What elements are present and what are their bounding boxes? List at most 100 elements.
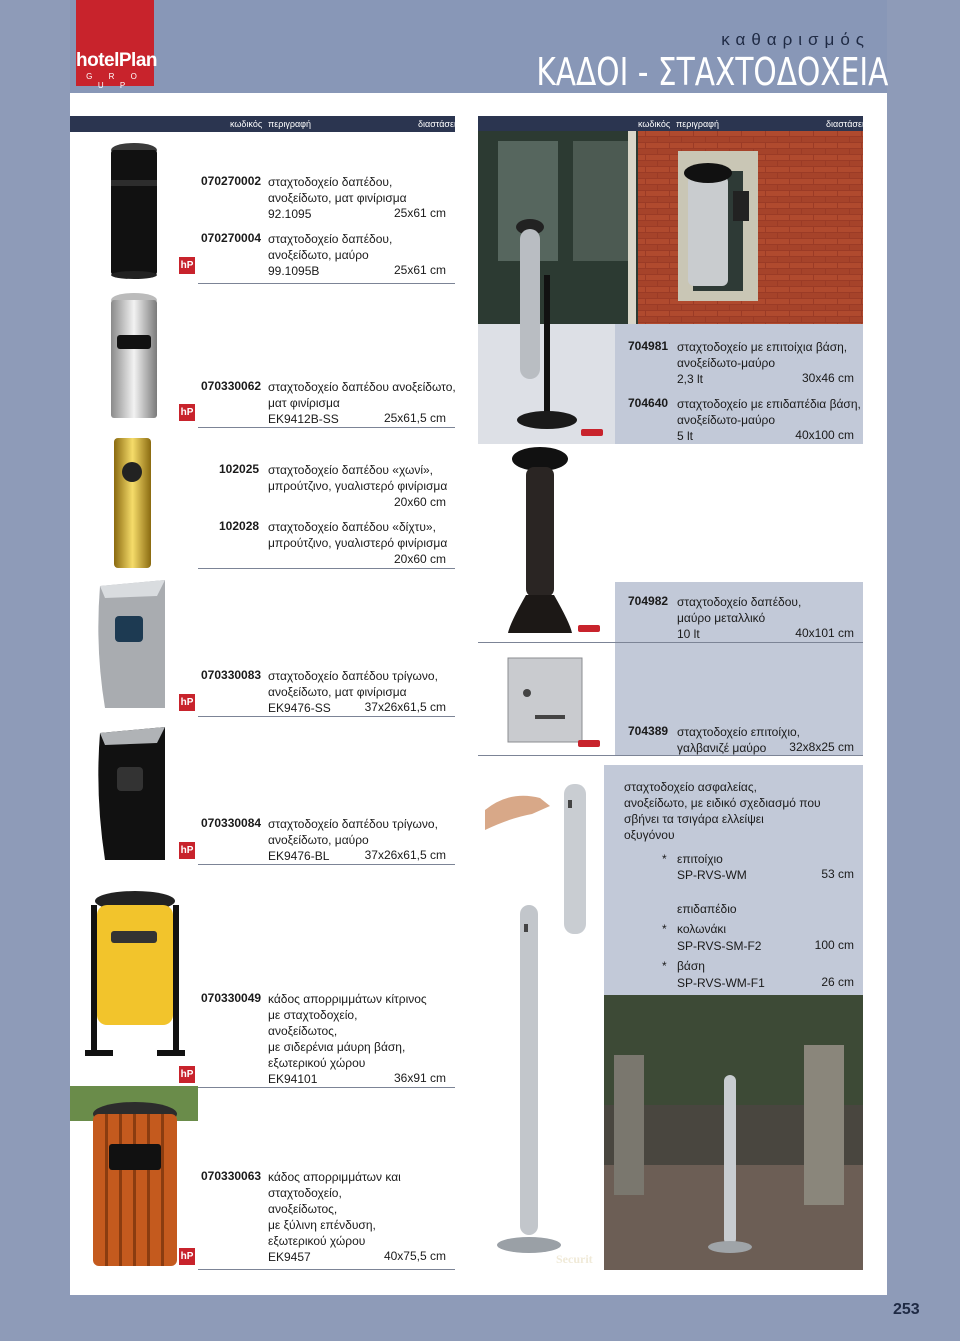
product-description: σταχτοδοχείο δαπέδου τρίγωνο, ανοξείδωτο…: [268, 817, 438, 863]
header-band: [70, 0, 887, 93]
product-code: 704982: [628, 594, 669, 608]
product-dimensions: 30x46 cm: [801, 371, 854, 385]
divider: [198, 1269, 455, 1270]
info-panel: [615, 582, 863, 642]
info-panel: [604, 765, 863, 995]
product-code: 070330063: [201, 1169, 262, 1183]
product-dimensions: 32x8x25 cm: [789, 740, 854, 754]
security-column-ashtray-photo: [497, 905, 561, 1253]
bullet-icon: *: [662, 852, 667, 866]
divider: [478, 642, 863, 643]
product-code: 704981: [628, 339, 669, 353]
yellow-outdoor-bin-image: [85, 891, 185, 1056]
black-ashtray-bin-image: [111, 143, 157, 279]
info-panel: [615, 324, 863, 444]
product-description: κάδος απορριμμάτων κίτρινος με σταχτοδοχ…: [268, 992, 427, 1086]
divider: [198, 283, 455, 284]
product-dimensions: 20x60 cm: [393, 552, 446, 566]
product-dimensions: 37x26x61,5 cm: [364, 848, 446, 862]
product-dimensions: 40x100 cm: [795, 428, 854, 442]
bullet-icon: *: [662, 959, 667, 973]
product-description: σταχτοδοχείο δαπέδου, ανοξείδωτο, ματ φι…: [268, 175, 407, 221]
product-code: 070330062: [201, 379, 262, 393]
column-label: κολωνάκι: [677, 922, 727, 936]
product-dimensions: 40x101 cm: [795, 626, 854, 640]
bullet-icon: *: [662, 922, 667, 936]
brand-stamp-icon: [578, 625, 600, 632]
floor-mount-label: επιδαπέδιο: [677, 902, 737, 916]
wall-box-ashtray-photo: [507, 657, 583, 743]
product-dimensions: 40x75,5 cm: [383, 1249, 446, 1263]
product-description: σταχτοδοχείο επιτοίχιο, γαλβανιζέ μαύρο: [677, 725, 800, 755]
brass-ashtray-image: [114, 438, 151, 568]
product-dimensions: 20x60 cm: [393, 495, 446, 509]
product-description: σταχτοδοχείο δαπέδου «δίχτυ», μπρούτζινο…: [268, 520, 448, 550]
floor-ashtray-photo: [516, 219, 577, 429]
product-description: σταχτοδοχείο με επιδαπέδια βάση, ανοξείδ…: [677, 397, 861, 443]
product-code: 102028: [219, 519, 260, 533]
left-table-header: κωδικός περιγραφή διαστάσεις: [70, 116, 460, 132]
col-description-header: περιγραφή: [676, 119, 720, 129]
hp-badge-icon: hP: [179, 842, 195, 859]
black-tall-ashtray-photo: [508, 447, 572, 633]
column-code: SP-RVS-SM-F2: [677, 939, 762, 953]
col-dimensions-header: διαστάσεις: [826, 119, 869, 129]
col-description-header: περιγραφή: [268, 119, 312, 129]
logo-group: G R O U P: [86, 72, 144, 90]
wall-mount-dimensions: 53 cm: [821, 867, 854, 881]
product-description: σταχτοδοχείο δαπέδου ανοξείδωτο, ματ φιν…: [268, 380, 456, 426]
hp-badge-icon: hP: [179, 257, 195, 274]
product-dimensions: 25x61 cm: [393, 206, 446, 220]
product-code: 070330083: [201, 668, 262, 682]
page-title: ΚΑΔΟΙ - ΣΤΑΧΤΟΔΟΧΕΙΑ: [535, 50, 888, 94]
base-code: SP-RVS-WM-F1: [677, 976, 765, 990]
product-code: 070330084: [201, 816, 262, 830]
product-description: σταχτοδοχείο δαπέδου, μαύρο μεταλλικό 10…: [677, 595, 802, 641]
section-supertitle: καθαρισμός: [721, 30, 870, 49]
column-dimensions: 100 cm: [814, 938, 854, 952]
wooden-outdoor-bin-image: [93, 1102, 177, 1266]
col-dimensions-header: διαστάσεις: [418, 119, 461, 129]
wall-mount-label: επιτοίχιο: [677, 852, 723, 866]
base-label: βάση: [677, 959, 705, 973]
product-description: σταχτοδοχείο δαπέδου, ανοξείδωτο, μαύρο …: [268, 232, 393, 278]
brand-stamp-icon: [581, 429, 603, 436]
brand-stamp-icon: [578, 740, 600, 747]
divider: [198, 864, 455, 865]
divider: [198, 427, 455, 428]
divider: [478, 755, 863, 756]
divider: [198, 716, 455, 717]
triangular-steel-bin-image: [98, 580, 165, 708]
steel-ashtray-bin-image: [111, 293, 157, 418]
product-code: 704640: [628, 396, 669, 410]
hp-badge-icon: hP: [179, 1248, 195, 1265]
hp-badge-icon: hP: [179, 1066, 195, 1083]
hp-badge-icon: hP: [179, 404, 195, 421]
product-description: σταχτοδοχείο δαπέδου «χωνί», μπρούτζινο,…: [268, 463, 448, 493]
info-panel: [615, 642, 863, 755]
hand-with-cigarette-photo: [485, 784, 586, 934]
product-code: 070270004: [201, 231, 262, 245]
logo-name: hotelPlan: [76, 50, 158, 71]
col-code-header: κωδικός: [230, 119, 263, 129]
triangular-black-bin-image: [98, 727, 165, 860]
product-description: σταχτοδοχείο με επιτοίχια βάση, ανοξείδω…: [677, 340, 848, 386]
product-dimensions: 25x61,5 cm: [383, 411, 446, 425]
product-dimensions: 36x91 cm: [393, 1071, 446, 1085]
base-dimensions: 26 cm: [821, 975, 854, 989]
page-number: 253: [893, 1301, 920, 1318]
product-code: 070330049: [201, 991, 262, 1005]
product-dimensions: 25x61 cm: [393, 263, 446, 277]
product-description: σταχτοδοχείο δαπέδου τρίγωνο, ανοξείδωτο…: [268, 669, 438, 715]
outdoor-installation-photo: [604, 995, 863, 1270]
wall-mount-code: SP-RVS-WM: [677, 868, 747, 882]
product-dimensions: 37x26x61,5 cm: [364, 700, 446, 714]
product-code: 102025: [219, 462, 260, 476]
hotelplan-logo: hotelPlan G R O U P: [76, 0, 158, 90]
product-code: 070270002: [201, 174, 262, 188]
hp-badge-icon: hP: [179, 694, 195, 711]
divider: [198, 568, 455, 569]
photo-caption: Securit: [556, 1252, 593, 1266]
right-table-header: κωδικός περιγραφή διαστάσεις: [478, 116, 868, 132]
col-code-header: κωδικός: [638, 119, 671, 129]
